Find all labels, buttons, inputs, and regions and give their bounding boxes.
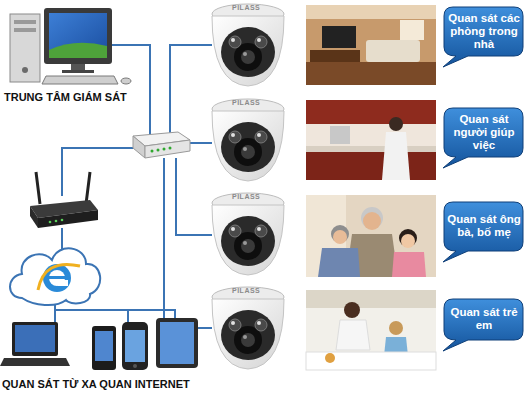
family-photo: [306, 195, 436, 277]
dome-camera: [212, 287, 284, 369]
dome-camera: [212, 4, 284, 86]
section-label: QUAN SÁT TỪ XA QUAN INTERNET: [2, 378, 190, 390]
bubble-text: Quan sát trẻ em: [447, 298, 521, 340]
kitchen-photo: [306, 100, 436, 180]
room-photo: [306, 5, 436, 85]
speech-bubble: Quan sát người giúp việc: [441, 107, 525, 169]
monitoring-computer: [10, 8, 131, 84]
dome-camera: [212, 99, 284, 181]
remote-devices: [0, 318, 198, 370]
bubble-outline: [443, 202, 523, 262]
brand-mark: PILASS: [232, 99, 260, 106]
speech-bubble: Quan sát trẻ em: [441, 298, 525, 352]
bubble-outline: [443, 299, 523, 351]
brand-mark: PILASS: [232, 287, 260, 294]
network-switch: [133, 132, 190, 158]
bubble-outline: [443, 7, 523, 67]
bubble-outline: [443, 108, 523, 168]
brand-mark: PILASS: [232, 4, 260, 11]
children-photo: [306, 290, 436, 370]
speech-bubble: Quan sát ông bà, bố mẹ: [441, 201, 525, 263]
bubble-text: Quan sát các phòng trong nhà: [447, 6, 521, 56]
internet-cloud: [10, 248, 100, 305]
wifi-router: [30, 172, 98, 228]
bubble-text: Quan sát người giúp việc: [447, 107, 521, 157]
brand-mark: PILASS: [232, 193, 260, 200]
speech-bubble: Quan sát các phòng trong nhà: [441, 6, 525, 68]
section-label: TRUNG TÂM GIÁM SÁT: [4, 91, 127, 103]
bubble-text: Quan sát ông bà, bố mẹ: [447, 201, 521, 251]
dome-camera: [212, 193, 284, 275]
